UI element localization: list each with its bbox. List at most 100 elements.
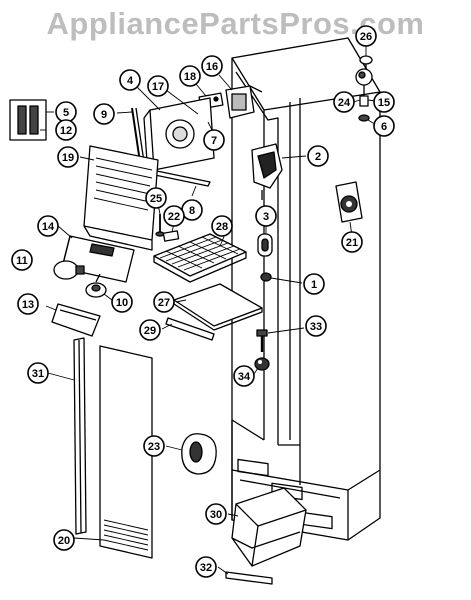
callout-circle xyxy=(55,119,77,141)
part-8-bar xyxy=(149,169,211,187)
callout-circle xyxy=(53,529,75,551)
callout-26: 26 xyxy=(355,25,377,47)
callout-number: 26 xyxy=(360,31,372,43)
callout-circle xyxy=(145,187,167,209)
callout-23: 23 xyxy=(143,435,165,457)
callout-number: 8 xyxy=(189,205,195,217)
part-19-evap-cover xyxy=(83,145,159,251)
callout-circle xyxy=(341,231,363,253)
callout-number: 10 xyxy=(116,297,128,309)
callout-number: 34 xyxy=(238,371,251,383)
callout-circle xyxy=(163,205,185,227)
part-16-control xyxy=(225,85,263,119)
callout-1: 1 xyxy=(303,273,325,295)
callout-10: 10 xyxy=(111,291,133,313)
callout-6: 6 xyxy=(373,115,395,137)
callout-number: 33 xyxy=(310,321,322,333)
callout-circle xyxy=(373,91,395,113)
callout-31: 31 xyxy=(27,362,49,384)
callout-15: 15 xyxy=(373,91,395,113)
callout-11: 11 xyxy=(11,249,33,271)
callout-number: 11 xyxy=(16,255,28,267)
callout-number: 23 xyxy=(148,441,160,453)
callout-33: 33 xyxy=(305,315,327,337)
callout-number: 32 xyxy=(200,562,212,574)
callout-number: 3 xyxy=(263,211,269,223)
callout-circle xyxy=(139,319,161,341)
callout-number: 1 xyxy=(311,279,317,291)
callout-circle xyxy=(211,215,233,237)
callout-number: 22 xyxy=(168,211,180,223)
part-34-cap xyxy=(254,357,270,371)
callout-circle xyxy=(233,365,255,387)
callout-4: 4 xyxy=(119,69,141,91)
callout-circle xyxy=(143,435,165,457)
callout-number: 27 xyxy=(158,297,170,309)
callout-24: 24 xyxy=(333,91,355,113)
callout-34: 34 xyxy=(233,365,255,387)
callout-circle xyxy=(27,362,49,384)
callout-16: 16 xyxy=(201,55,223,77)
part-5-12-clips xyxy=(9,99,47,141)
callout-circle xyxy=(305,315,327,337)
callout-number: 31 xyxy=(32,368,44,380)
part-11-bulb xyxy=(53,260,85,280)
part-4-thermostat-bracket xyxy=(143,97,215,177)
part-30-bin xyxy=(231,487,307,567)
part-1-screw xyxy=(260,272,272,282)
callout-7: 7 xyxy=(203,129,225,151)
callout-circle xyxy=(303,273,325,295)
callout-30: 30 xyxy=(205,503,227,525)
part-21-fan xyxy=(335,181,363,223)
callout-circle xyxy=(205,503,227,525)
callout-5: 5 xyxy=(55,101,77,123)
callout-number: 7 xyxy=(211,135,217,147)
callout-32: 32 xyxy=(195,556,217,578)
callout-circle xyxy=(307,145,329,167)
callout-number: 13 xyxy=(22,299,34,311)
callout-number: 15 xyxy=(378,97,390,109)
callout-number: 30 xyxy=(210,509,222,521)
callout-2: 2 xyxy=(307,145,329,167)
part-32-trim xyxy=(225,571,273,585)
callout-9: 9 xyxy=(93,103,115,125)
part-9-rod xyxy=(131,107,145,163)
callout-28: 28 xyxy=(211,215,233,237)
callout-number: 16 xyxy=(206,61,218,73)
callout-20: 20 xyxy=(53,529,75,551)
callout-number: 24 xyxy=(338,97,351,109)
part-2-damper xyxy=(251,143,283,200)
callout-number: 20 xyxy=(58,535,70,547)
callout-number: 19 xyxy=(62,152,74,164)
callout-number: 4 xyxy=(127,75,134,87)
callout-circle xyxy=(111,291,133,313)
callout-number: 28 xyxy=(216,221,228,233)
callout-29: 29 xyxy=(139,319,161,341)
callout-circle xyxy=(11,249,33,271)
callout-circle xyxy=(179,65,201,87)
callout-circle xyxy=(57,146,79,168)
callout-circle xyxy=(93,103,115,125)
part-10-socket xyxy=(85,273,107,298)
callout-circle xyxy=(203,129,225,151)
part-15-fitting xyxy=(359,95,369,107)
callout-circle xyxy=(255,205,277,227)
callouts: 1234567891011121314151617181920212223242… xyxy=(11,25,395,578)
callout-14: 14 xyxy=(37,215,59,237)
callout-circle xyxy=(37,215,59,237)
callout-number: 29 xyxy=(144,325,156,337)
part-20-panel xyxy=(99,345,153,559)
callout-number: 21 xyxy=(346,237,358,249)
callout-13: 13 xyxy=(17,293,39,315)
callout-number: 17 xyxy=(152,81,164,93)
callout-circle xyxy=(373,115,395,137)
callout-circle xyxy=(119,69,141,91)
callout-12: 12 xyxy=(55,119,77,141)
part-31-strip xyxy=(73,337,87,535)
callout-number: 12 xyxy=(60,125,72,137)
callout-number: 9 xyxy=(101,109,107,121)
callout-17: 17 xyxy=(147,75,169,97)
callout-circle xyxy=(153,291,175,313)
callout-circle xyxy=(17,293,39,315)
